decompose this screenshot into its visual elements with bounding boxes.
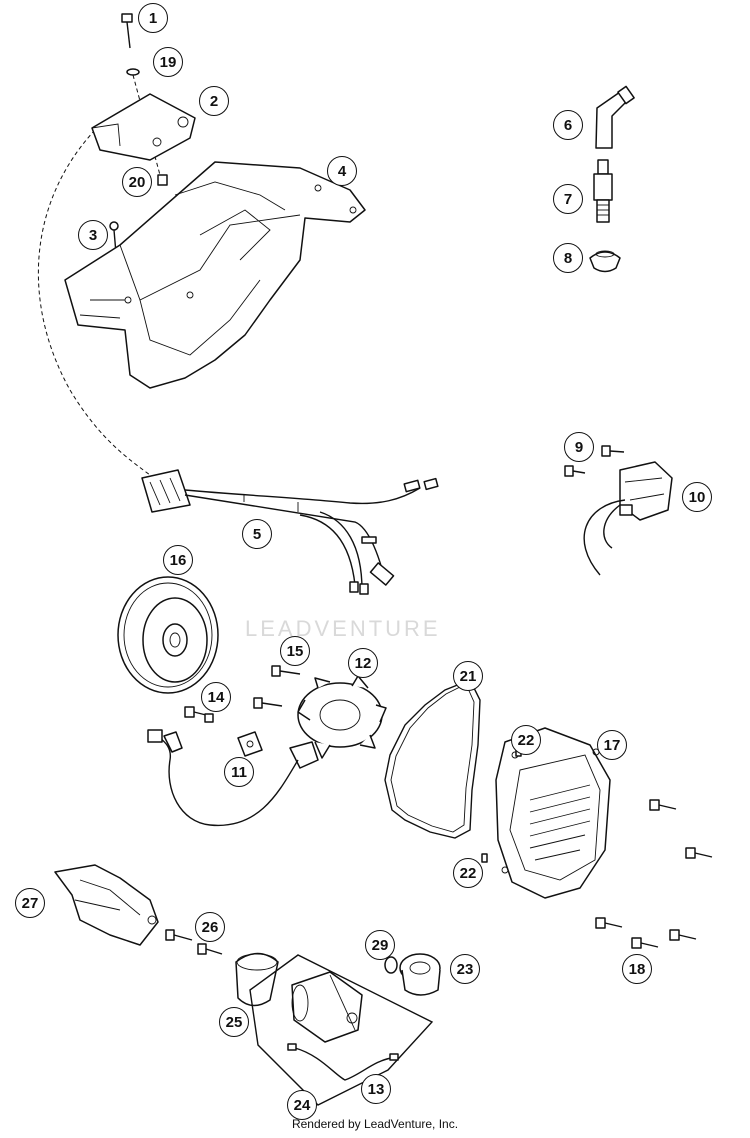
part-14-screw xyxy=(184,706,214,723)
part-12-stator xyxy=(147,675,387,827)
callout-5[interactable]: 5 xyxy=(242,519,272,549)
callout-27[interactable]: 27 xyxy=(15,888,45,918)
part-4-airbox-bracket xyxy=(64,161,366,389)
callout-14[interactable]: 14 xyxy=(201,682,231,712)
callout-21[interactable]: 21 xyxy=(453,661,483,691)
part-8-seal xyxy=(589,250,621,273)
part-25-starter-cover xyxy=(235,952,279,1007)
callout-23[interactable]: 23 xyxy=(450,954,480,984)
callout-8[interactable]: 8 xyxy=(553,243,583,273)
part-18-cover-bolts xyxy=(595,799,713,949)
part-21-gasket xyxy=(384,679,481,839)
part-5-wiring-harness xyxy=(141,469,439,595)
callout-19[interactable]: 19 xyxy=(153,47,183,77)
part-1-bolt xyxy=(121,13,133,49)
callout-2[interactable]: 2 xyxy=(199,86,229,116)
harness-dashed-link xyxy=(37,129,151,476)
callout-25[interactable]: 25 xyxy=(219,1007,249,1037)
callout-10[interactable]: 10 xyxy=(682,482,712,512)
callout-20[interactable]: 20 xyxy=(122,167,152,197)
part-24-starter-motor xyxy=(291,971,363,1043)
part-26-bolts xyxy=(165,929,223,955)
callout-18[interactable]: 18 xyxy=(622,954,652,984)
callout-29[interactable]: 29 xyxy=(365,930,395,960)
part-11-clamp xyxy=(237,731,263,757)
part-7-spark-plug xyxy=(593,159,613,223)
callout-3[interactable]: 3 xyxy=(78,220,108,250)
callout-9[interactable]: 9 xyxy=(564,432,594,462)
footer-credit: Rendered by LeadVenture, Inc. xyxy=(291,1117,459,1131)
part-22-dowel-bottom xyxy=(481,853,488,863)
part-9-bolts xyxy=(564,445,625,477)
part-2-control-unit xyxy=(91,93,196,161)
callout-12[interactable]: 12 xyxy=(348,648,378,678)
part-19-washer xyxy=(126,68,140,76)
callout-13[interactable]: 13 xyxy=(361,1074,391,1104)
part-24-bracket-frame xyxy=(249,954,434,1106)
part-20-grommet xyxy=(157,174,168,186)
callout-26[interactable]: 26 xyxy=(195,912,225,942)
callout-4[interactable]: 4 xyxy=(327,156,357,186)
callout-7[interactable]: 7 xyxy=(553,184,583,214)
callout-16[interactable]: 16 xyxy=(163,545,193,575)
part-29-washer xyxy=(384,956,398,974)
part-15-screws xyxy=(253,665,301,709)
callout-6[interactable]: 6 xyxy=(553,110,583,140)
callout-17[interactable]: 17 xyxy=(597,730,627,760)
part-16-flywheel xyxy=(117,576,219,694)
callout-15[interactable]: 15 xyxy=(280,636,310,666)
part-17-ignition-cover xyxy=(495,727,611,899)
callout-24[interactable]: 24 xyxy=(287,1090,317,1120)
part-23-starter-drive xyxy=(399,953,441,996)
part-6-spark-plug-cap xyxy=(595,85,635,149)
part-10-ignition-coil xyxy=(583,461,673,576)
callout-22-bottom[interactable]: 22 xyxy=(453,858,483,888)
callout-22-top[interactable]: 22 xyxy=(511,725,541,755)
callout-11[interactable]: 11 xyxy=(224,757,254,787)
part-13-cable xyxy=(287,1043,399,1081)
part-27-starter-bracket xyxy=(54,864,159,946)
watermark-text: LEADVENTURE xyxy=(245,616,441,641)
callout-1[interactable]: 1 xyxy=(138,3,168,33)
